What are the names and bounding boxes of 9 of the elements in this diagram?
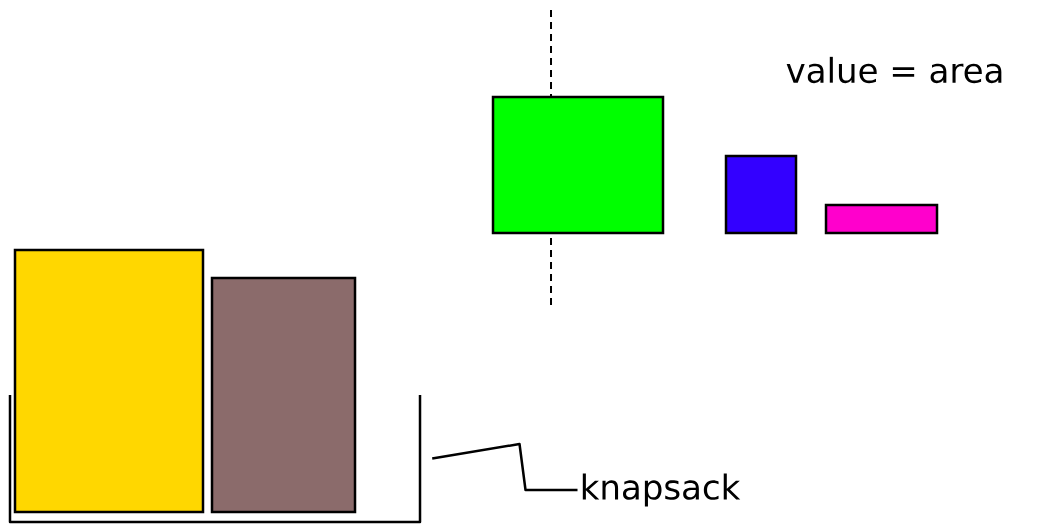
item-block	[13, 248, 205, 514]
knapsack-container	[8, 395, 422, 524]
leader-line	[432, 442, 578, 492]
item-block	[824, 203, 939, 235]
item-block	[491, 95, 665, 235]
callout-text: knapsack	[582, 473, 741, 507]
item-block	[724, 154, 798, 235]
annotation-text: value = area	[786, 56, 1002, 84]
item-block	[210, 276, 357, 514]
